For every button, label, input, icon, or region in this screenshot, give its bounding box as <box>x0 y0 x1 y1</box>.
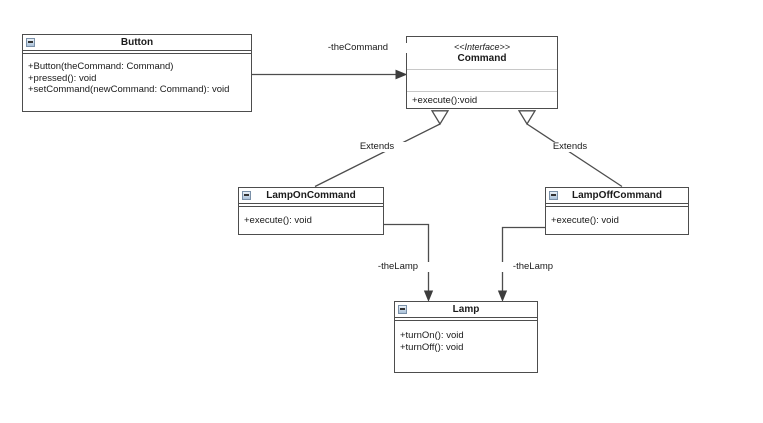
collapse-icon[interactable] <box>398 304 407 314</box>
class-name: Command <box>457 53 507 64</box>
class-title-bar: <<Interface>> Command <box>407 37 557 69</box>
method-entry: +execute(): void <box>244 215 312 226</box>
class-box-lamp-on-command[interactable]: LampOnCommand +execute(): void <box>238 187 384 235</box>
edge-label-extends-left: Extends <box>347 142 407 152</box>
minus-glyph <box>400 308 405 310</box>
generalization-extends-right-edge[interactable] <box>517 110 623 188</box>
class-title-bar: Button <box>23 35 251 51</box>
minus-glyph <box>28 41 33 43</box>
class-name: LampOffCommand <box>572 190 662 201</box>
method-entry: +pressed(): void <box>28 72 97 84</box>
method-entry: +setCommand(newCommand: Command): void <box>28 84 230 95</box>
class-name: Button <box>120 37 154 48</box>
method-entry: +execute():void <box>412 95 478 106</box>
class-title-bar: LampOnCommand <box>239 188 383 204</box>
method-entry: +turnOn(): void <box>400 330 464 341</box>
method-entry: +turnOff(): void <box>400 341 464 353</box>
interface-stereotype: <<Interface>> <box>453 42 511 52</box>
collapse-icon[interactable] <box>549 190 558 200</box>
compartment-separator <box>546 204 688 207</box>
method-entry: +execute(): void <box>551 215 619 226</box>
edge-label-extends-right: Extends <box>540 142 600 152</box>
class-box-command-interface[interactable]: <<Interface>> Command +execute():void <box>406 36 558 109</box>
compartment-separator <box>239 204 383 207</box>
compartment-separator <box>407 69 557 70</box>
association-the-command-edge[interactable] <box>252 69 408 80</box>
class-box-lamp[interactable]: Lamp +turnOn(): void +turnOff(): void <box>394 301 538 373</box>
edge-label-the-command: -theCommand <box>308 43 408 53</box>
minus-glyph <box>551 194 556 196</box>
fields-compartment <box>407 70 557 91</box>
edge-label-the-lamp-right: -theLamp <box>493 262 573 272</box>
compartment-separator <box>23 51 251 54</box>
methods-compartment: +execute(): void <box>546 207 688 227</box>
class-title-bar: LampOffCommand <box>546 188 688 204</box>
methods-compartment: +execute():void <box>407 92 557 107</box>
compartment-separator <box>395 318 537 321</box>
minus-glyph <box>244 194 249 196</box>
class-box-button[interactable]: Button +Button(theCommand: Command) +pre… <box>22 34 252 112</box>
generalization-extends-left-edge[interactable] <box>314 110 450 188</box>
collapse-icon[interactable] <box>242 190 251 200</box>
class-title-bar: Lamp <box>395 302 537 318</box>
collapse-icon[interactable] <box>26 37 35 47</box>
method-entry: +Button(theCommand: Command) <box>28 61 174 72</box>
edge-label-the-lamp-left: -theLamp <box>358 262 438 272</box>
class-name: Lamp <box>452 304 480 315</box>
class-box-lamp-off-command[interactable]: LampOffCommand +execute(): void <box>545 187 689 235</box>
methods-compartment: +execute(): void <box>239 207 383 227</box>
class-name: LampOnCommand <box>266 190 356 201</box>
methods-compartment: +turnOn(): void +turnOff(): void <box>395 321 537 353</box>
methods-compartment: +Button(theCommand: Command) +pressed():… <box>23 54 251 96</box>
compartment-separator <box>407 91 557 92</box>
